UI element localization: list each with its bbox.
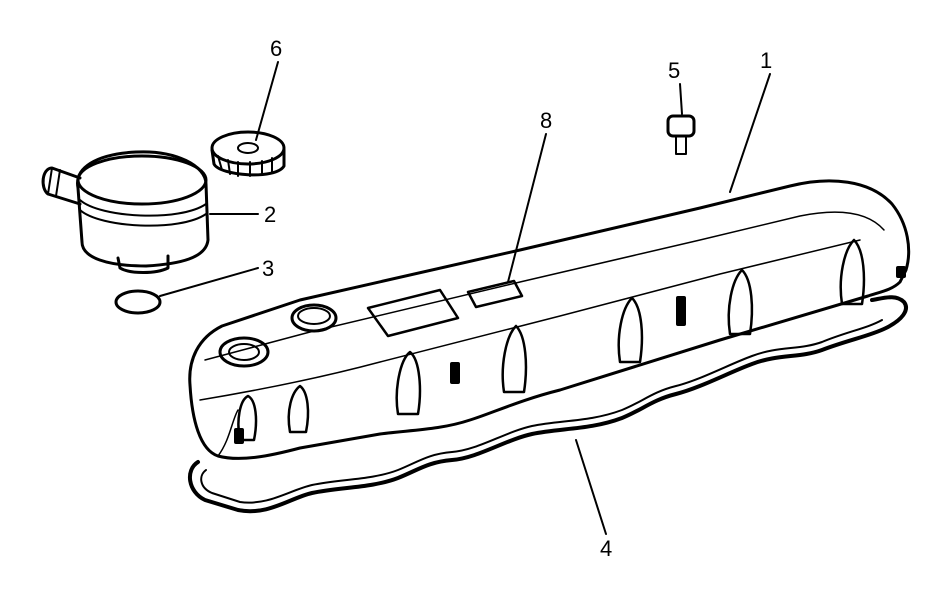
cover-bolts — [234, 266, 906, 444]
callout-6: 6 — [270, 36, 282, 61]
label-plate — [466, 279, 524, 309]
bolt — [666, 114, 696, 155]
cover-ribs — [237, 238, 866, 442]
valve-cover — [188, 179, 911, 460]
callout-3: 3 — [262, 256, 274, 281]
oil-filler-cap — [210, 130, 286, 177]
callout-1: 1 — [760, 48, 772, 73]
filler-neck — [218, 336, 270, 368]
cover-gasket — [188, 295, 908, 514]
leader-lines — [159, 61, 771, 535]
callout-8: 8 — [540, 108, 552, 133]
callout-4: 4 — [600, 536, 612, 561]
callout-2: 2 — [264, 202, 276, 227]
o-ring — [114, 289, 162, 315]
callout-5: 5 — [668, 58, 680, 83]
cover-panel — [366, 288, 460, 338]
breather-port — [290, 303, 338, 333]
breather-housing — [41, 150, 210, 274]
